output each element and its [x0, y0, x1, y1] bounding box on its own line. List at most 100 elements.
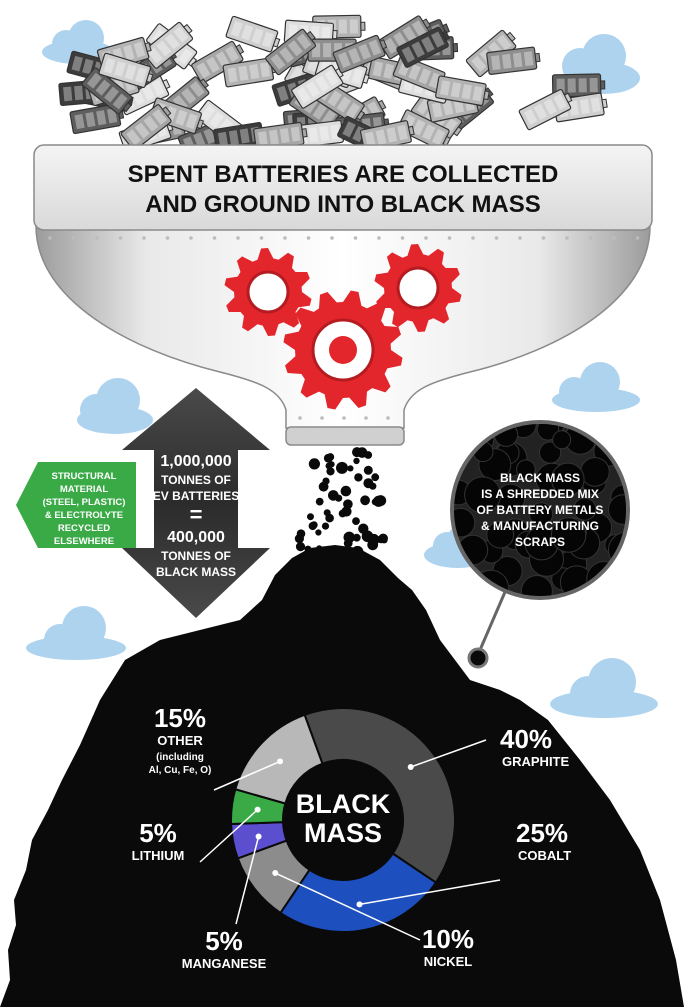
bubble-text-line: & MANUFACTURING	[481, 519, 599, 533]
particle	[340, 485, 352, 497]
recycled-text-line: STRUCTURAL	[52, 471, 117, 482]
arrow-equals: =	[190, 502, 203, 527]
particle	[308, 521, 317, 531]
particle	[328, 490, 339, 501]
leader-line	[235, 836, 260, 925]
particle	[371, 473, 380, 482]
black-mass-bubble: BLACK MASS IS A SHREDDED MIX OF BATTERY ME…	[450, 420, 630, 669]
leader-dot	[277, 758, 284, 765]
gears	[224, 244, 462, 410]
cloud-icon	[552, 362, 640, 412]
arrow-bottom-number: 400,000	[167, 529, 225, 546]
gear-icon	[224, 248, 312, 336]
arrow-top-line2: EV BATTERIES	[153, 489, 239, 503]
funnel-rim	[33, 144, 653, 231]
particle	[377, 535, 386, 544]
battery-icon	[142, 21, 194, 69]
funnel-title-line2-prefix: AND GROUND INTO	[145, 191, 381, 218]
cloud-icon	[77, 378, 153, 434]
recycled-text-line: (STEEL, PLASTIC)	[43, 497, 126, 508]
battery-icon	[332, 34, 388, 74]
cloud-icon	[26, 606, 126, 660]
battery-icon	[225, 15, 281, 53]
battery-icon	[396, 26, 451, 68]
leader-line	[359, 879, 501, 906]
battery-icon	[191, 40, 245, 84]
leader-dot	[272, 870, 279, 877]
particle	[321, 522, 330, 530]
gear-icon	[283, 290, 403, 410]
bubble-pointer-dot	[467, 647, 489, 669]
segment-percent: 10%	[422, 924, 474, 954]
particle	[367, 539, 379, 551]
battery-icon	[222, 57, 278, 88]
battery-icon	[213, 121, 268, 152]
conversion-arrow: 1,000,000 TONNES OF EV BATTERIES = 400,0…	[122, 388, 270, 618]
segment-sublabel: Al, Cu, Fe, O)	[149, 765, 212, 776]
recycled-text-line: MATERIAL	[60, 484, 109, 495]
donut-center-line1: BLACK	[296, 789, 391, 819]
leader-line	[213, 760, 281, 791]
segment-label: OTHER	[157, 733, 203, 748]
segment-label: GRAPHITE	[502, 754, 570, 769]
bubble-text-line: IS A SHREDDED MIX	[481, 487, 599, 501]
segment-label: NICKEL	[424, 954, 472, 969]
battery-icon	[81, 67, 133, 115]
particle	[353, 449, 361, 458]
arrow-bottom-line1: TONNES OF	[161, 549, 231, 563]
donut-labels: 40%GRAPHITE25%COBALT10%NICKEL5%MANGANESE…	[132, 703, 572, 971]
segment-label: LITHIUM	[132, 848, 185, 863]
segment-sublabel: (including	[156, 752, 204, 763]
leader-dot	[255, 833, 262, 840]
particle	[361, 530, 374, 543]
arrow-top-number: 1,000,000	[160, 453, 231, 470]
battery-icon	[120, 104, 172, 151]
donut-segment-graphite	[303, 707, 456, 884]
leader-line	[199, 809, 259, 863]
leader-dot	[407, 763, 414, 770]
battery-icon	[551, 73, 606, 98]
particle	[308, 458, 320, 470]
recycled-text-line: & ELECTROLYTE	[45, 510, 123, 521]
gear-icon	[374, 244, 462, 332]
particle	[326, 467, 335, 476]
particle	[352, 533, 361, 542]
particle	[363, 478, 374, 489]
leader-line	[274, 872, 421, 941]
particle	[315, 497, 324, 506]
black-mass-donut-chart: BLACK MASS	[230, 707, 456, 933]
segment-label: COBALT	[518, 848, 571, 863]
particle	[364, 451, 373, 459]
recycled-arrow-shape	[16, 462, 136, 548]
arrow-top-line1: TONNES OF	[161, 473, 231, 487]
battery-icon	[435, 75, 490, 107]
segment-percent: 40%	[500, 724, 552, 754]
leader-dot	[356, 901, 363, 908]
falling-black-mass	[294, 447, 389, 558]
battery-icon	[291, 64, 344, 109]
bubble-text-line: BLACK MASS	[500, 471, 580, 485]
particle	[353, 457, 360, 465]
particle	[322, 477, 330, 485]
particle	[336, 461, 348, 474]
clouds	[26, 20, 658, 718]
segment-percent: 5%	[139, 818, 177, 848]
particle	[325, 513, 334, 523]
arrow-bottom-line2: BLACK MASS	[156, 565, 236, 579]
leader-line	[410, 739, 487, 768]
segment-percent: 25%	[516, 818, 568, 848]
funnel-title-line1: SPENT BATTERIES ARE COLLECTED	[128, 161, 559, 188]
bubble-text-line: OF BATTERY METALS	[477, 503, 604, 517]
particle	[347, 465, 354, 472]
funnel-title-line2: AND GROUND INTO BLACK MASS	[145, 191, 541, 218]
battery-icon	[292, 119, 348, 149]
donut-center-line2: MASS	[304, 818, 382, 848]
battery-icon	[98, 52, 154, 89]
battery-icon	[518, 88, 573, 131]
recycled-text-line: RECYCLED	[58, 523, 110, 534]
leader-dot	[254, 806, 261, 813]
particle	[352, 517, 360, 525]
recycled-arrow: STRUCTURAL MATERIAL (STEEL, PLASTIC) & ELEC…	[16, 462, 136, 548]
cloud-icon	[550, 658, 658, 718]
